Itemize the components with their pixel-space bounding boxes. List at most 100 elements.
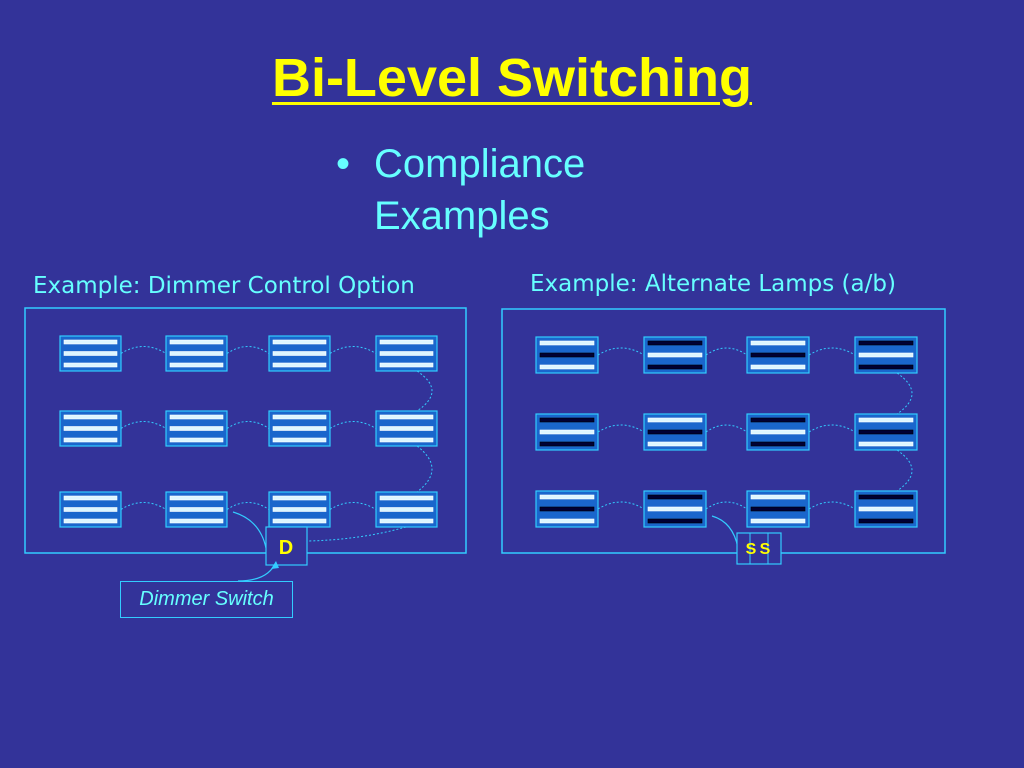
lamp-on	[647, 506, 703, 512]
wire-segment	[329, 421, 377, 429]
example-label-alternate: Example: Alternate Lamps (a/b)	[530, 271, 896, 297]
lamp-off	[858, 518, 914, 524]
lamp-off	[647, 429, 703, 435]
lamp-off	[539, 441, 595, 447]
lamp-off	[750, 506, 806, 512]
lamp-on	[379, 495, 434, 501]
wire-segment	[896, 372, 913, 415]
lamp-on	[169, 362, 224, 368]
lamp-on	[379, 351, 434, 356]
light-fixture	[268, 410, 331, 447]
lamp-on	[63, 437, 118, 443]
light-fixture	[746, 413, 810, 451]
wire-segment	[120, 502, 167, 510]
light-fixture	[643, 413, 707, 451]
lamp-on	[272, 339, 327, 345]
lamp-on	[63, 507, 118, 512]
lamp-on	[379, 426, 434, 431]
lamp-on	[272, 362, 327, 368]
lamp-on	[272, 507, 327, 512]
lamp-on	[169, 351, 224, 356]
lamp-on	[750, 340, 806, 346]
slide-title-text: Bi-Level Switching	[271, 48, 753, 108]
lamp-on	[379, 414, 434, 420]
light-fixture	[643, 490, 707, 528]
lamp-on	[539, 518, 595, 524]
lamp-on	[272, 351, 327, 356]
lamp-on	[169, 507, 224, 512]
lamp-on	[539, 364, 595, 370]
lamp-off	[750, 352, 806, 358]
lamp-on	[63, 362, 118, 368]
switch-label-a: S	[746, 541, 757, 558]
light-fixture	[854, 413, 918, 451]
lamp-on	[379, 362, 434, 368]
light-fixture	[165, 335, 228, 372]
lamp-on	[63, 414, 118, 420]
lamp-off	[750, 441, 806, 447]
wire-segment	[329, 502, 377, 510]
lamp-on	[858, 417, 914, 423]
light-fixture	[746, 336, 810, 374]
lamp-on	[169, 437, 224, 443]
lamp-on	[272, 495, 327, 501]
wire-segment	[226, 502, 270, 510]
lamp-on	[169, 495, 224, 501]
light-fixture	[854, 490, 918, 528]
lamp-on	[169, 414, 224, 420]
light-fixture	[59, 491, 122, 528]
lamp-on	[647, 352, 703, 358]
switch-leg	[232, 511, 267, 549]
light-fixture	[535, 413, 599, 451]
lamp-on	[169, 339, 224, 345]
lamp-on	[272, 426, 327, 431]
wire-segment	[306, 526, 407, 542]
lamp-on	[272, 414, 327, 420]
lamp-off	[858, 364, 914, 370]
lamp-on	[647, 441, 703, 447]
wire-segment	[808, 347, 856, 356]
dimmer-switch-callout: Dimmer Switch	[120, 581, 293, 618]
dual-switch-box	[736, 532, 782, 565]
lamp-on	[63, 495, 118, 501]
lamp-off	[750, 417, 806, 423]
bullet-text: Compliance Examples	[374, 142, 586, 238]
lamp-off	[539, 352, 595, 358]
wire-segment	[705, 501, 748, 510]
light-fixture	[746, 490, 810, 528]
light-fixture	[375, 491, 438, 528]
wire-segment	[705, 424, 748, 433]
lamp-on	[858, 506, 914, 512]
switch-leg	[711, 515, 739, 549]
wiring-dimmer	[120, 346, 433, 549]
lamp-on	[63, 426, 118, 431]
lamp-on	[379, 518, 434, 524]
lamp-on	[858, 441, 914, 447]
lamp-on	[647, 417, 703, 423]
lamp-on	[858, 352, 914, 358]
light-fixture	[59, 410, 122, 447]
dimmer-switch-label: D	[279, 537, 293, 559]
lamp-off	[858, 494, 914, 500]
lamp-off	[647, 518, 703, 524]
lamp-on	[63, 351, 118, 356]
light-fixture	[165, 491, 228, 528]
lamp-off	[858, 340, 914, 346]
lamp-off	[647, 494, 703, 500]
lamp-on	[379, 339, 434, 345]
light-fixture	[375, 410, 438, 447]
light-fixture	[535, 336, 599, 374]
light-fixture	[643, 336, 707, 374]
wire-segment	[597, 424, 645, 433]
wire-segment	[416, 370, 433, 412]
wire-segment	[120, 421, 167, 429]
lamp-on	[63, 339, 118, 345]
wire-segment	[226, 346, 270, 354]
lamp-on	[750, 518, 806, 524]
light-fixture	[854, 336, 918, 374]
lamp-on	[272, 518, 327, 524]
light-fixture	[535, 490, 599, 528]
lamp-on	[63, 518, 118, 524]
dimmer-switch-box	[265, 526, 308, 566]
